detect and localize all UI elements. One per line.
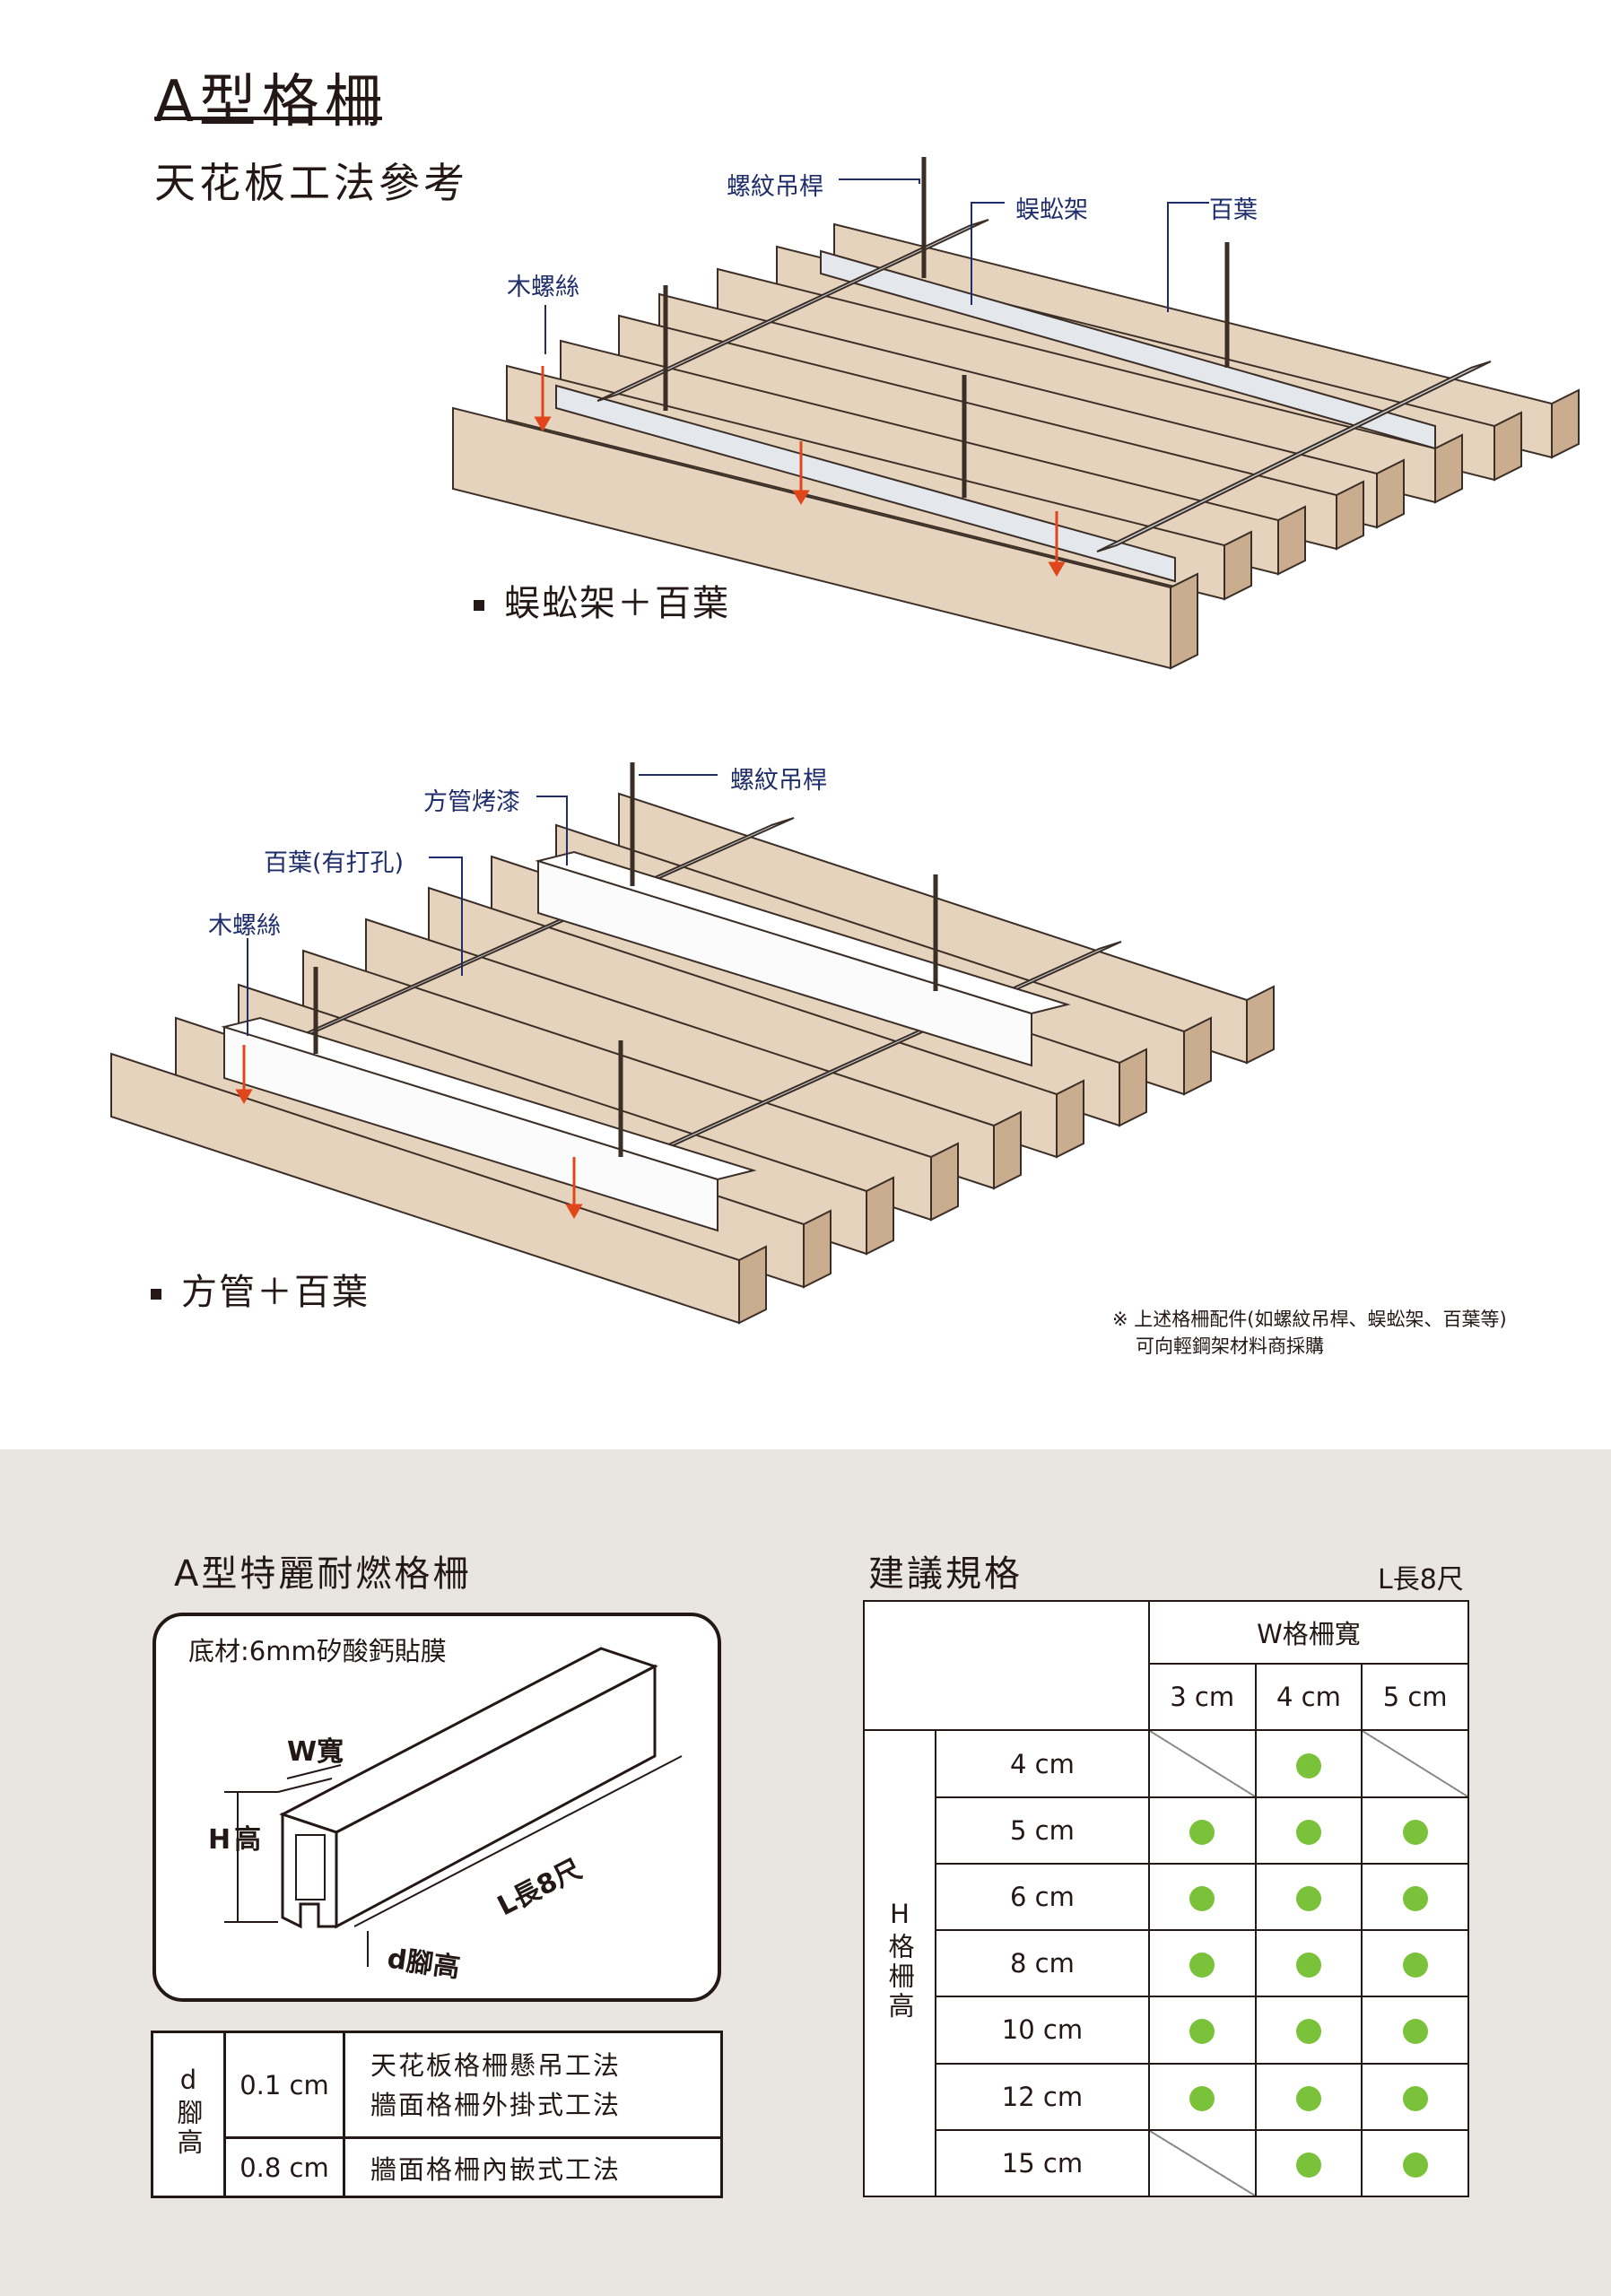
screw-arrows (534, 366, 1066, 577)
label-square-tube: 方管烤漆 (423, 788, 520, 816)
cell-available (1254, 1929, 1363, 1998)
footnote-line-1: ※ 上述格柵配件(如螺紋吊桿、蜈蚣架、百葉等) (1112, 1309, 1507, 1330)
h-row-label: 4 cm (935, 1729, 1150, 1798)
label-centipede-frame: 蜈蚣架 (1015, 196, 1088, 224)
screw-arrows-2 (235, 1045, 583, 1219)
spec-title: 建議規格 (868, 1553, 1023, 1595)
spec-corner (863, 1599, 1150, 1732)
length-note: L長8尺 (1378, 1564, 1464, 1596)
availability-dot (1295, 1819, 1321, 1845)
base-material-label: 底材:6mm矽酸鈣貼膜 (188, 1636, 447, 1666)
d-method-1b: 牆面格柵外掛式工法 (370, 2089, 622, 2120)
cell-available (1254, 1729, 1363, 1798)
label-wood-screw-2: 木螺絲 (208, 912, 281, 940)
product-title: A型特麗耐燃格柵 (174, 1553, 472, 1595)
profile-drawing (224, 1647, 683, 1967)
label-threaded-rod-2: 螺紋吊桿 (730, 767, 827, 795)
h-header: H格柵高 (863, 1729, 936, 2197)
d-value-1: 0.1 cm (223, 2031, 345, 2139)
dim-w-label: W寬 (287, 1736, 344, 1768)
availability-dot (1402, 2085, 1428, 2111)
w-col-3: 3 cm (1147, 1663, 1257, 1732)
availability-dot (1189, 1952, 1215, 1979)
cell-available (1361, 1796, 1469, 1865)
cell-available (1361, 1996, 1469, 2065)
w-col-5: 5 cm (1361, 1663, 1469, 1732)
footnote: ※ 上述格柵配件(如螺紋吊桿、蜈蚣架、百葉等) 可向輕鋼架材料商採購 (1112, 1306, 1507, 1360)
caption-diagram2: 方管＋百葉 (151, 1263, 370, 1315)
w-header: W格柵寬 (1147, 1599, 1470, 1665)
cell-available (1361, 1929, 1469, 1998)
h-row-label: 6 cm (935, 1862, 1150, 1932)
dim-h-label: H高 (208, 1824, 266, 1856)
h-row-label: 5 cm (935, 1796, 1150, 1865)
cell-available (1361, 2128, 1469, 2198)
d-method-1a: 天花板格柵懸吊工法 (370, 2049, 622, 2081)
cell-available (1147, 1796, 1257, 1865)
h-row-label: 10 cm (935, 1996, 1150, 2065)
cell-na (1361, 1729, 1469, 1798)
cell-available (1147, 1929, 1257, 1998)
availability-dot (1402, 2152, 1428, 2178)
h-row-label: 15 cm (935, 2128, 1150, 2198)
h-row-label: 8 cm (935, 1929, 1150, 1998)
d-table-header-text: d腳高 (173, 2065, 204, 2158)
cell-available (1147, 1996, 1257, 2065)
caption-diagram1: 蜈蚣架＋百葉 (474, 574, 730, 626)
cell-na (1147, 2128, 1257, 2198)
threaded-rods (663, 157, 1230, 498)
cell-available (1254, 2062, 1363, 2131)
cell-available (1254, 1796, 1363, 1865)
diagram-squaretube-louver (110, 762, 1275, 1325)
availability-dot (1189, 1885, 1215, 1911)
label-louver-holes: 百葉(有打孔) (264, 849, 405, 877)
label-wood-screw-1: 木螺絲 (507, 274, 579, 301)
availability-dot (1295, 2152, 1321, 2178)
cell-available (1254, 1996, 1363, 2065)
availability-dot (1402, 1819, 1428, 1845)
d-method-2a: 牆面格柵內嵌式工法 (343, 2136, 723, 2198)
cell-na (1147, 1729, 1257, 1798)
diagram-centipede-louver (452, 157, 1580, 670)
cell-available (1254, 2128, 1363, 2198)
d-height-table: d腳高 0.1 cm 天花板格柵懸吊工法 牆面格柵外掛式工法 0.8 cm 牆面… (151, 2031, 723, 2198)
availability-dot (1189, 1819, 1215, 1845)
footnote-line-2: 可向輕鋼架材料商採購 (1136, 1335, 1324, 1357)
cell-available (1254, 1862, 1363, 1932)
page-subtitle: 天花板工法參考 (154, 159, 468, 207)
h-row-label: 12 cm (935, 2062, 1150, 2131)
cell-available (1361, 2062, 1469, 2131)
callout-lines (544, 178, 1209, 354)
page-title: A型格柵 (154, 69, 388, 135)
label-louver: 百葉 (1209, 196, 1258, 224)
availability-dot (1402, 1885, 1428, 1911)
d-methods-1: 天花板格柵懸吊工法 牆面格柵外掛式工法 (343, 2031, 723, 2139)
cell-available (1147, 2062, 1257, 2131)
availability-dot (1295, 1952, 1321, 1979)
louver-rails (597, 219, 1492, 552)
availability-dot (1189, 2085, 1215, 2111)
w-col-4: 4 cm (1254, 1663, 1363, 1732)
spec-table: W格柵寬 3 cm 4 cm 5 cm H格柵高 4 cm 5 cm 6 cm … (863, 1599, 1470, 2198)
availability-dot (1295, 2085, 1321, 2111)
availability-dot (1402, 2019, 1428, 2045)
availability-dot (1295, 1885, 1321, 1911)
threaded-rods-2 (313, 762, 938, 1157)
cell-available (1147, 1862, 1257, 1932)
availability-dot (1295, 1752, 1321, 1779)
centipede-frames (555, 249, 1436, 583)
cell-available (1361, 1862, 1469, 1932)
title-underline (154, 117, 382, 120)
callout-lines-2 (247, 774, 718, 1036)
d-table-header: d腳高 (151, 2031, 226, 2198)
availability-dot (1189, 2019, 1215, 2045)
availability-dot (1402, 1952, 1428, 1979)
h-header-text: H格柵高 (884, 1899, 915, 2022)
availability-dot (1295, 2019, 1321, 2045)
d-value-2: 0.8 cm (223, 2136, 345, 2198)
label-threaded-rod-1: 螺紋吊桿 (727, 173, 823, 201)
